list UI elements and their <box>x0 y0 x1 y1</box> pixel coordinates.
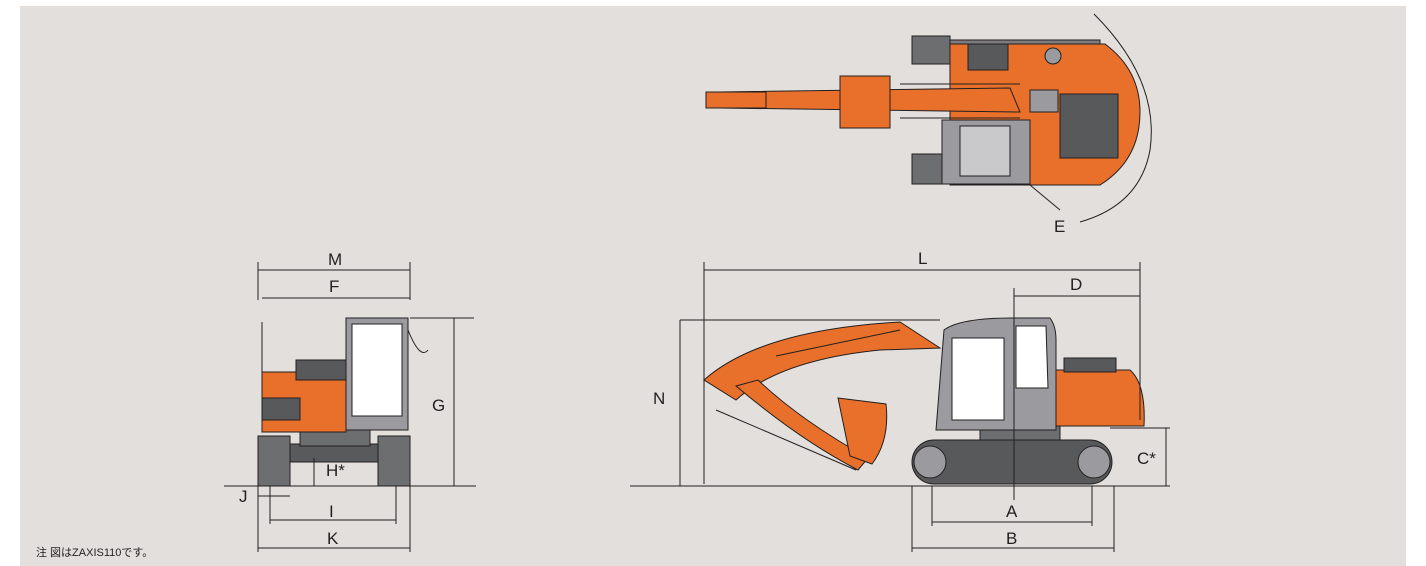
dimension-label-j: J <box>239 487 248 506</box>
dimension-label-k: K <box>327 529 339 548</box>
dimension-label-n: N <box>653 389 666 408</box>
dimension-label-a: A <box>1006 502 1018 521</box>
figure-note: 注 図はZAXIS110です。 <box>36 547 154 559</box>
excavator-side-view-icon <box>703 317 1145 485</box>
excavator-front-view-icon <box>257 317 429 487</box>
dimension-label-e: E <box>1054 217 1066 236</box>
front-dimension-lines <box>224 262 476 552</box>
dimension-label-c: C* <box>1137 449 1156 468</box>
dimension-label-h: H* <box>326 461 345 480</box>
side-dimension-lines <box>630 262 1170 552</box>
dimension-label-l: L <box>918 249 928 268</box>
dimension-label-i: I <box>329 502 334 521</box>
dimension-label-d: D <box>1070 275 1083 294</box>
dimension-label-m: M <box>328 250 343 269</box>
dimension-label-f: F <box>329 277 340 296</box>
excavator-top-view-icon <box>705 13 1152 223</box>
dimension-label-b: B <box>1006 529 1018 548</box>
dimension-label-g: G <box>432 396 446 415</box>
